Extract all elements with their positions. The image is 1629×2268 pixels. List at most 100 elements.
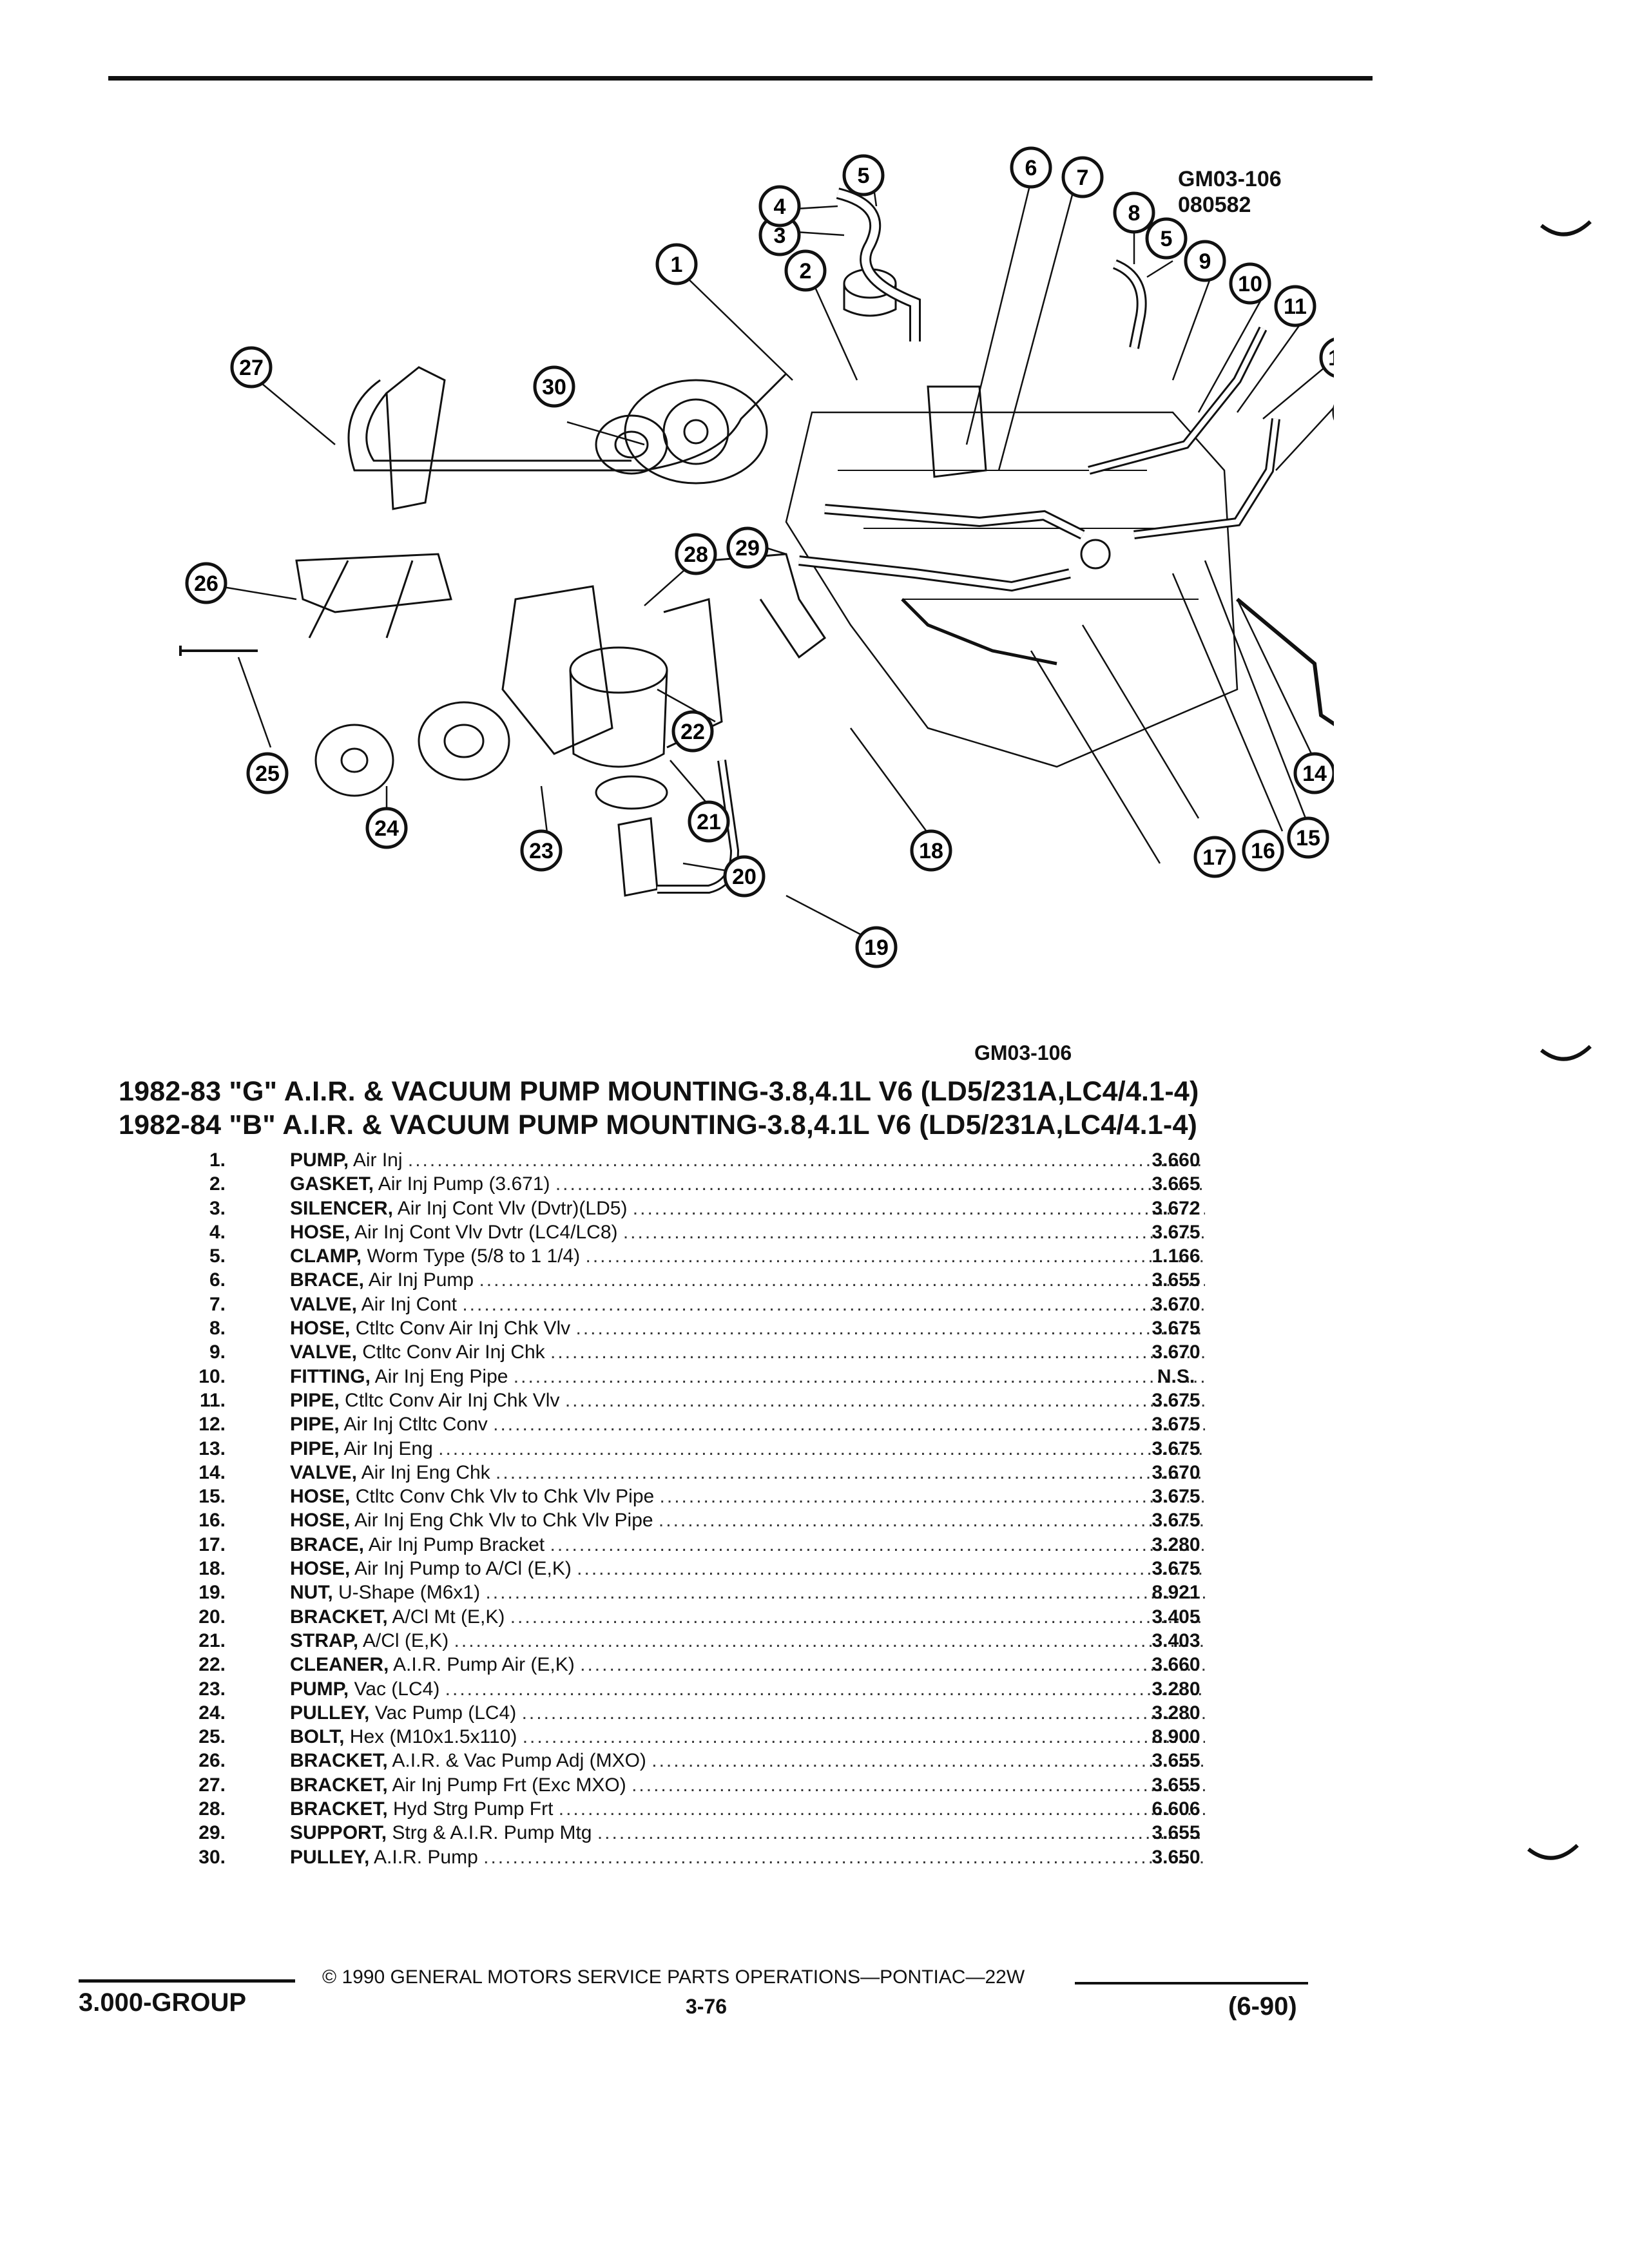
part-number: 22. (198, 1654, 226, 1676)
part-detail: Vac (LC4) (354, 1678, 440, 1700)
part-description: HOSE, Ctltc Conv Chk Vlv to Chk Vlv Pipe… (290, 1485, 1205, 1508)
parts-list-row: 24.PULLEY, Vac Pump (LC4) ..............… (148, 1701, 1282, 1725)
part-detail: Air Inj Cont (361, 1293, 457, 1315)
group-reference: 8.921 (1152, 1582, 1200, 1604)
parts-list-row: 9.VALVE, Ctltc Conv Air Inj Chk ........… (148, 1340, 1282, 1364)
part-detail: Air Inj Pump Bracket (368, 1533, 545, 1555)
check-valve (1080, 539, 1111, 570)
part-description: VALVE, Air Inj Eng Chk .................… (290, 1461, 1205, 1485)
part-name: CLAMP, (290, 1245, 362, 1267)
part-description: PIPE, Air Inj Eng ......................… (290, 1437, 1205, 1461)
leader-dots: ........................................… (496, 1461, 1205, 1483)
part-name: VALVE, (290, 1293, 357, 1315)
parts-list-row: 21.STRAP, A/Cl (E,K) ...................… (148, 1629, 1282, 1653)
callout-7: 7 (1061, 156, 1104, 198)
part-number: 4. (209, 1221, 226, 1243)
part-name: HOSE, (290, 1558, 351, 1580)
bolt-25 (179, 646, 258, 656)
part-name: HOSE, (290, 1510, 351, 1532)
part-description: BRACKET, A/Cl Mt (E,K) .................… (290, 1605, 1205, 1629)
part-detail: A/Cl (E,K) (362, 1629, 449, 1651)
group-reference: 3.280 (1152, 1533, 1200, 1555)
group-reference: 3.675 (1152, 1414, 1200, 1436)
part-name: BRACKET, (290, 1606, 388, 1628)
part-detail: Air Inj Eng (343, 1437, 433, 1459)
svg-text:18: 18 (919, 839, 943, 863)
part-description: PIPE, Ctltc Conv Air Inj Chk Vlv .......… (290, 1389, 1205, 1412)
footer-page-number: 3-76 (686, 1995, 728, 2018)
bracket-26 (295, 553, 452, 613)
leader-dots: ........................................… (622, 1221, 1205, 1243)
parts-list-row: 4.HOSE, Air Inj Cont Vlv Dvtr (LC4/LC8) … (148, 1220, 1282, 1244)
part-detail: Air Inj Eng Chk (361, 1461, 490, 1483)
svg-text:29: 29 (735, 536, 760, 561)
leader-dots: ........................................… (585, 1245, 1205, 1267)
leader-dots: ........................................… (580, 1654, 1205, 1676)
group-reference: 3.280 (1152, 1702, 1200, 1724)
leader-dots: ........................................… (575, 1318, 1205, 1340)
callout-14: 14 (1293, 752, 1334, 794)
bracket-27 (385, 366, 446, 510)
parts-list-row: 2.GASKET, Air Inj Pump (3.671) .........… (148, 1172, 1282, 1196)
svg-text:2: 2 (800, 259, 812, 284)
part-description: BRACKET, Air Inj Pump Frt (Exc MXO) ....… (290, 1773, 1205, 1797)
figure-code: GM03-106 (1178, 167, 1282, 191)
parts-list-row: 28.BRACKET, Hyd Strg Pump Frt ..........… (148, 1797, 1282, 1821)
part-detail: Ctltc Conv Air Inj Chk Vlv (355, 1318, 571, 1340)
svg-text:19: 19 (864, 936, 889, 960)
parts-list-row: 12.PIPE, Air Inj Ctltc Conv ............… (148, 1412, 1282, 1436)
part-number: 8. (209, 1318, 226, 1340)
part-detail: Ctltc Conv Air Inj Chk (362, 1341, 545, 1363)
svg-text:26: 26 (194, 572, 218, 596)
callout-19: 19 (855, 926, 898, 968)
parts-list-row: 13.PIPE, Air Inj Eng ...................… (148, 1437, 1282, 1461)
leader-dots: ........................................… (513, 1365, 1205, 1387)
parts-list-row: 10.FITTING, Air Inj Eng Pipe ...........… (148, 1365, 1282, 1389)
group-reference: 1.166 (1152, 1245, 1200, 1267)
parts-list-row: 30.PULLEY, A.I.R. Pump .................… (148, 1845, 1282, 1869)
svg-text:8: 8 (1128, 201, 1141, 226)
group-reference: 3.655 (1152, 1774, 1200, 1796)
leader-dots: ........................................… (445, 1678, 1205, 1700)
leader-dots: ........................................… (479, 1269, 1205, 1291)
part-name: NUT, (290, 1582, 333, 1604)
air-cleaner-bracket (617, 817, 659, 897)
parts-list-row: 16.HOSE, Air Inj Eng Chk Vlv to Chk Vlv … (148, 1508, 1282, 1532)
part-detail: Strg & A.I.R. Pump Mtg (392, 1822, 592, 1844)
brace-17 (901, 598, 1057, 666)
callout-1: 1 (655, 243, 698, 285)
parts-list-row: 3.SILENCER, Air Inj Cont Vlv (Dvtr)(LD5)… (148, 1196, 1282, 1220)
part-description: PUMP, Vac (LC4) ........................… (290, 1677, 1205, 1701)
part-number: 27. (198, 1774, 226, 1796)
part-description: SUPPORT, Strg & A.I.R. Pump Mtg ........… (290, 1821, 1205, 1845)
leader-dots: ........................................… (462, 1293, 1205, 1315)
part-description: SILENCER, Air Inj Cont Vlv (Dvtr)(LD5) .… (290, 1196, 1205, 1220)
part-detail: Air Inj Cont Vlv Dvtr (LC4/LC8) (354, 1221, 618, 1243)
svg-text:7: 7 (1077, 166, 1089, 190)
part-number: 25. (198, 1726, 226, 1748)
group-reference: 3.675 (1152, 1558, 1200, 1580)
callout-17: 17 (1193, 836, 1236, 878)
svg-text:6: 6 (1025, 156, 1037, 180)
part-number: 24. (198, 1702, 226, 1724)
parts-list-row: 20.BRACKET, A/Cl Mt (E,K) ..............… (148, 1605, 1282, 1629)
callout-21: 21 (688, 800, 730, 843)
part-detail: Vac Pump (LC4) (374, 1702, 517, 1724)
part-detail: U-Shape (M6x1) (338, 1582, 481, 1604)
part-detail: Ctltc Conv Chk Vlv to Chk Vlv Pipe (355, 1486, 655, 1508)
part-description: FITTING, Air Inj Eng Pipe ..............… (290, 1365, 1205, 1389)
parts-list-row: 29. SUPPORT, Strg & A.I.R. Pump Mtg .....… (148, 1821, 1282, 1845)
group-reference: 3.675 (1152, 1486, 1200, 1508)
group-reference: 3.672 (1152, 1197, 1200, 1219)
group-reference: 3.670 (1152, 1341, 1200, 1363)
svg-text:24: 24 (374, 816, 399, 841)
air-cleaner (569, 646, 668, 694)
part-number: 29. (198, 1822, 226, 1844)
part-name: PUMP, (290, 1678, 349, 1700)
part-number: 19. (198, 1582, 226, 1604)
callout-2: 2 (784, 249, 827, 292)
part-description: STRAP, A/Cl (E,K) ......................… (290, 1629, 1205, 1653)
parts-list-row: 11.PIPE, Ctltc Conv Air Inj Chk Vlv ....… (148, 1389, 1282, 1412)
part-description: PIPE, Air Inj Ctltc Conv ...............… (290, 1412, 1205, 1436)
part-detail: Air Inj Eng Pipe (374, 1365, 508, 1387)
